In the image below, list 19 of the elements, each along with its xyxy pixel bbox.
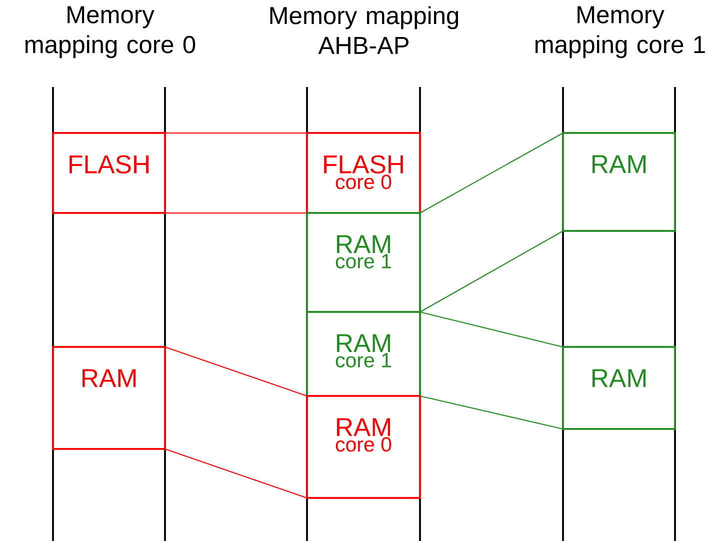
mapping-line xyxy=(165,212,307,214)
mapping-line xyxy=(164,448,308,498)
column-heading: Memory mapping AHB-AP xyxy=(270,6,458,54)
mapping-line xyxy=(420,230,564,312)
column-heading: Memory mapping core 1 xyxy=(535,6,705,58)
column-heading: Memory mapping core 0 xyxy=(25,6,196,58)
mapping-line xyxy=(420,311,564,348)
memory-region-box: RAM xyxy=(52,346,166,450)
memory-region-box: RAM xyxy=(562,346,676,430)
memory-region-box: RAM core 1 xyxy=(306,212,421,313)
memory-region-box: RAM xyxy=(562,132,676,232)
mapping-line xyxy=(164,346,308,396)
memory-region-box: RAM core 0 xyxy=(306,395,421,499)
memory-region-box: RAM core 1 xyxy=(306,311,421,397)
memory-region-box: FLASH xyxy=(52,132,166,214)
mapping-line xyxy=(165,132,307,134)
mapping-line xyxy=(420,132,564,214)
mapping-line xyxy=(420,395,564,430)
memory-region-box: FLASH core 0 xyxy=(306,132,421,214)
